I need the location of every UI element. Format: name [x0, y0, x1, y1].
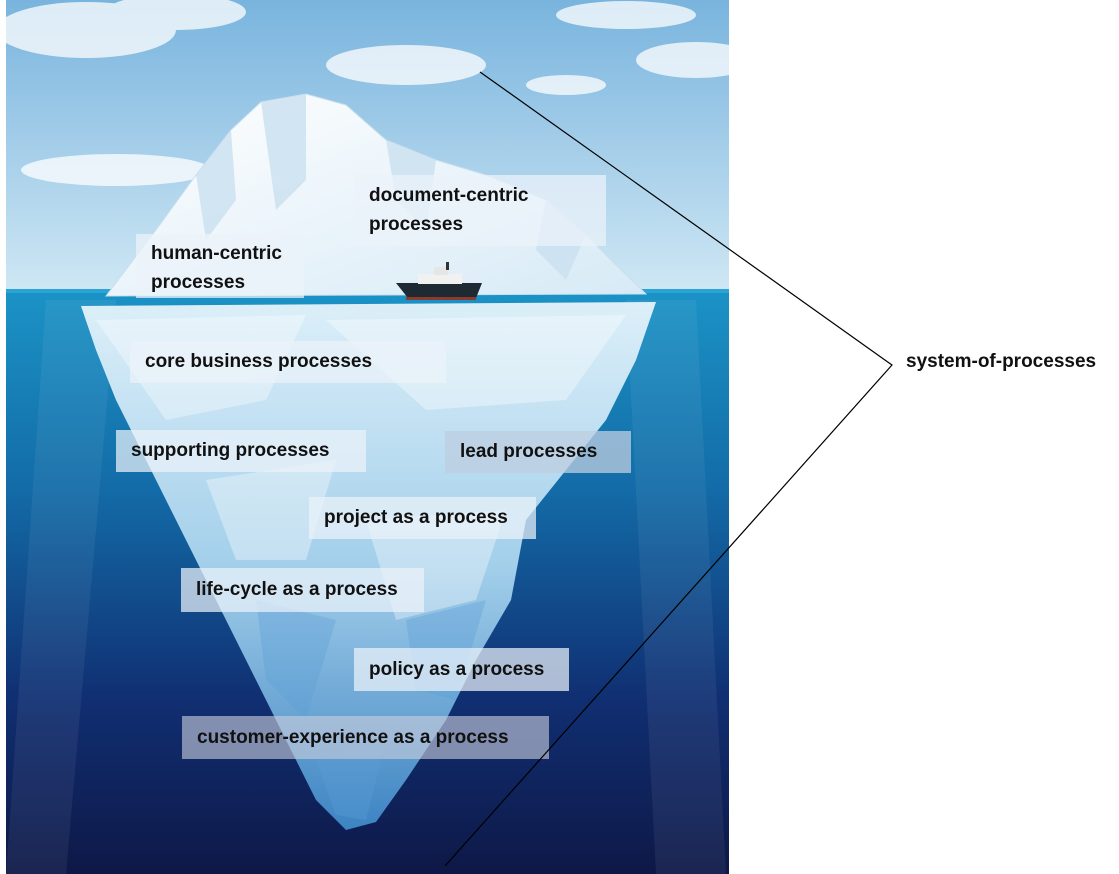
label-customer-experience: customer-experience as a process	[182, 716, 549, 759]
label-lead: lead processes	[445, 431, 631, 473]
label-policy: policy as a process	[354, 648, 569, 691]
label-core-business: core business processes	[130, 341, 446, 383]
label-life-cycle: life-cycle as a process	[181, 568, 424, 612]
label-document-centric: document-centric processes	[354, 175, 606, 246]
label-supporting: supporting processes	[116, 430, 366, 472]
iceberg-scene: document-centric processes human-centric…	[6, 0, 729, 874]
label-project: project as a process	[309, 497, 536, 539]
system-of-processes-label: system-of-processes	[906, 351, 1097, 372]
label-human-centric: human-centric processes	[136, 234, 304, 298]
ship-icon	[396, 262, 482, 300]
bracket-line	[444, 71, 893, 867]
